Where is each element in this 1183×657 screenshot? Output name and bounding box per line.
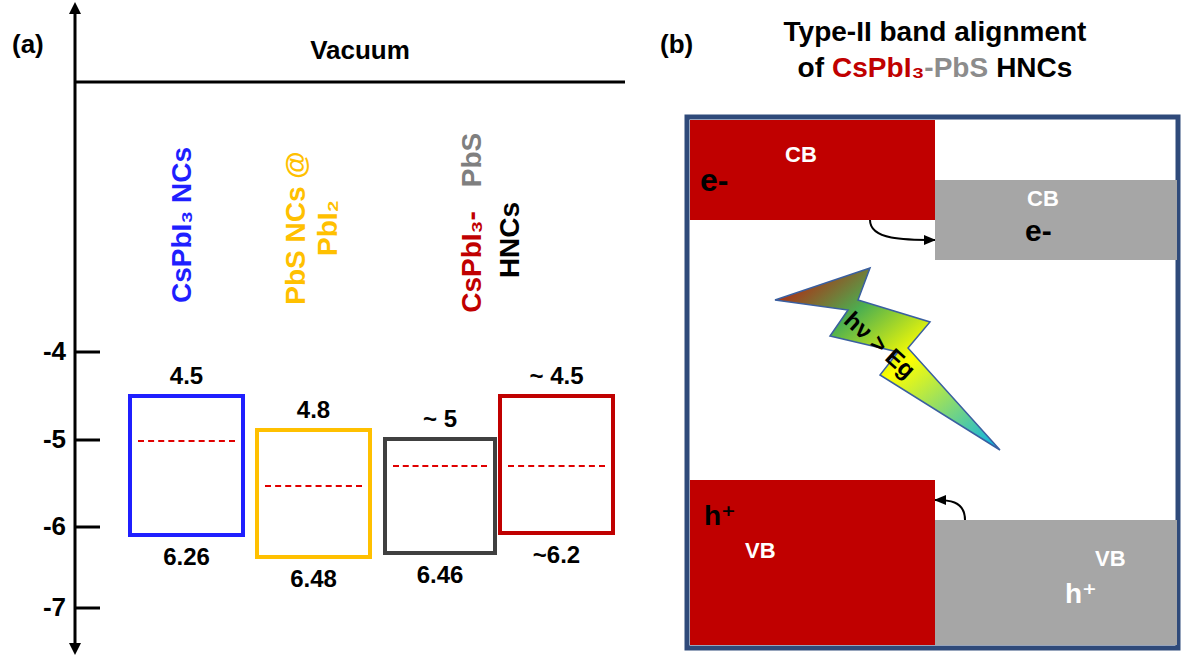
transfer-arrow (935, 500, 965, 520)
band-block: CB e- (690, 120, 935, 220)
band-label: e- (1025, 214, 1052, 249)
fermi-level-line (508, 465, 605, 467)
title-part: CsPbI₃ (832, 52, 924, 84)
axis-tick (75, 351, 100, 354)
fermi-level-line (393, 465, 487, 467)
transfer-arrow (870, 220, 935, 240)
cb-energy-value: 4.5 (170, 362, 203, 390)
vb-energy-value: 6.26 (163, 543, 210, 571)
band-label: h⁺ (1065, 578, 1097, 610)
cb-energy-value: ~ 5 (423, 405, 457, 433)
band-block: h⁺ VB (690, 480, 935, 645)
vb-energy-value: 6.46 (417, 561, 464, 589)
fermi-level-line (265, 485, 362, 487)
cb-energy-value: 4.8 (297, 396, 330, 424)
energy-level-box: 4.56.26 (128, 394, 245, 537)
vacuum-line (75, 81, 625, 84)
text-label: HNCs (494, 202, 526, 278)
lightning-bolt (775, 268, 1000, 450)
axis-tick (75, 607, 100, 610)
fermi-level-line (138, 440, 235, 442)
axis-value: -5 (43, 425, 66, 455)
title-part: -PbS (924, 52, 988, 84)
energy-level-box: ~ 4.5~6.2 (498, 394, 615, 535)
text-label: (b) (660, 30, 693, 60)
photon-label: hν > Eg (839, 306, 921, 384)
energy-level-box: 4.86.48 (255, 428, 372, 559)
band-label: VB (1095, 546, 1126, 571)
text-label: PbS (456, 133, 488, 187)
title-part: of (798, 52, 824, 84)
axis-value: -4 (43, 337, 66, 367)
band-block: CB e- (935, 180, 1177, 260)
band-label: CB (1027, 186, 1059, 211)
band-label: h⁺ (704, 500, 736, 532)
axis-arrowhead (69, 2, 81, 14)
axis-value: -7 (43, 593, 66, 623)
panel-title: Type-II band alignment (784, 16, 1087, 48)
title-line: ofCsPbI₃-PbSHNCs (798, 52, 1073, 84)
band-block: VB h⁺ (935, 520, 1177, 645)
band-label: e- (700, 162, 728, 199)
energy-level-box: ~ 56.46 (383, 437, 497, 555)
panel-frame (687, 117, 1178, 648)
text-label: CsPbI₃ NCs (166, 147, 198, 303)
band-label: VB (745, 538, 776, 563)
title-part: HNCs (996, 52, 1072, 84)
band-label: CB (785, 142, 817, 167)
axis-tick (75, 439, 100, 442)
text-label: Vacuum (310, 36, 410, 66)
text-label: (a) (12, 30, 44, 60)
axis-tick (75, 526, 100, 529)
energy-axis (74, 10, 77, 647)
vb-energy-value: 6.48 (290, 565, 337, 593)
cb-energy-value: ~ 4.5 (529, 362, 583, 390)
vb-energy-value: ~6.2 (533, 541, 580, 569)
text-label: CsPbI₃- (456, 211, 488, 313)
axis-value: -6 (43, 512, 66, 542)
axis-arrowhead (69, 643, 81, 655)
text-label: PbS NCs @ PbI₂ (280, 131, 344, 326)
